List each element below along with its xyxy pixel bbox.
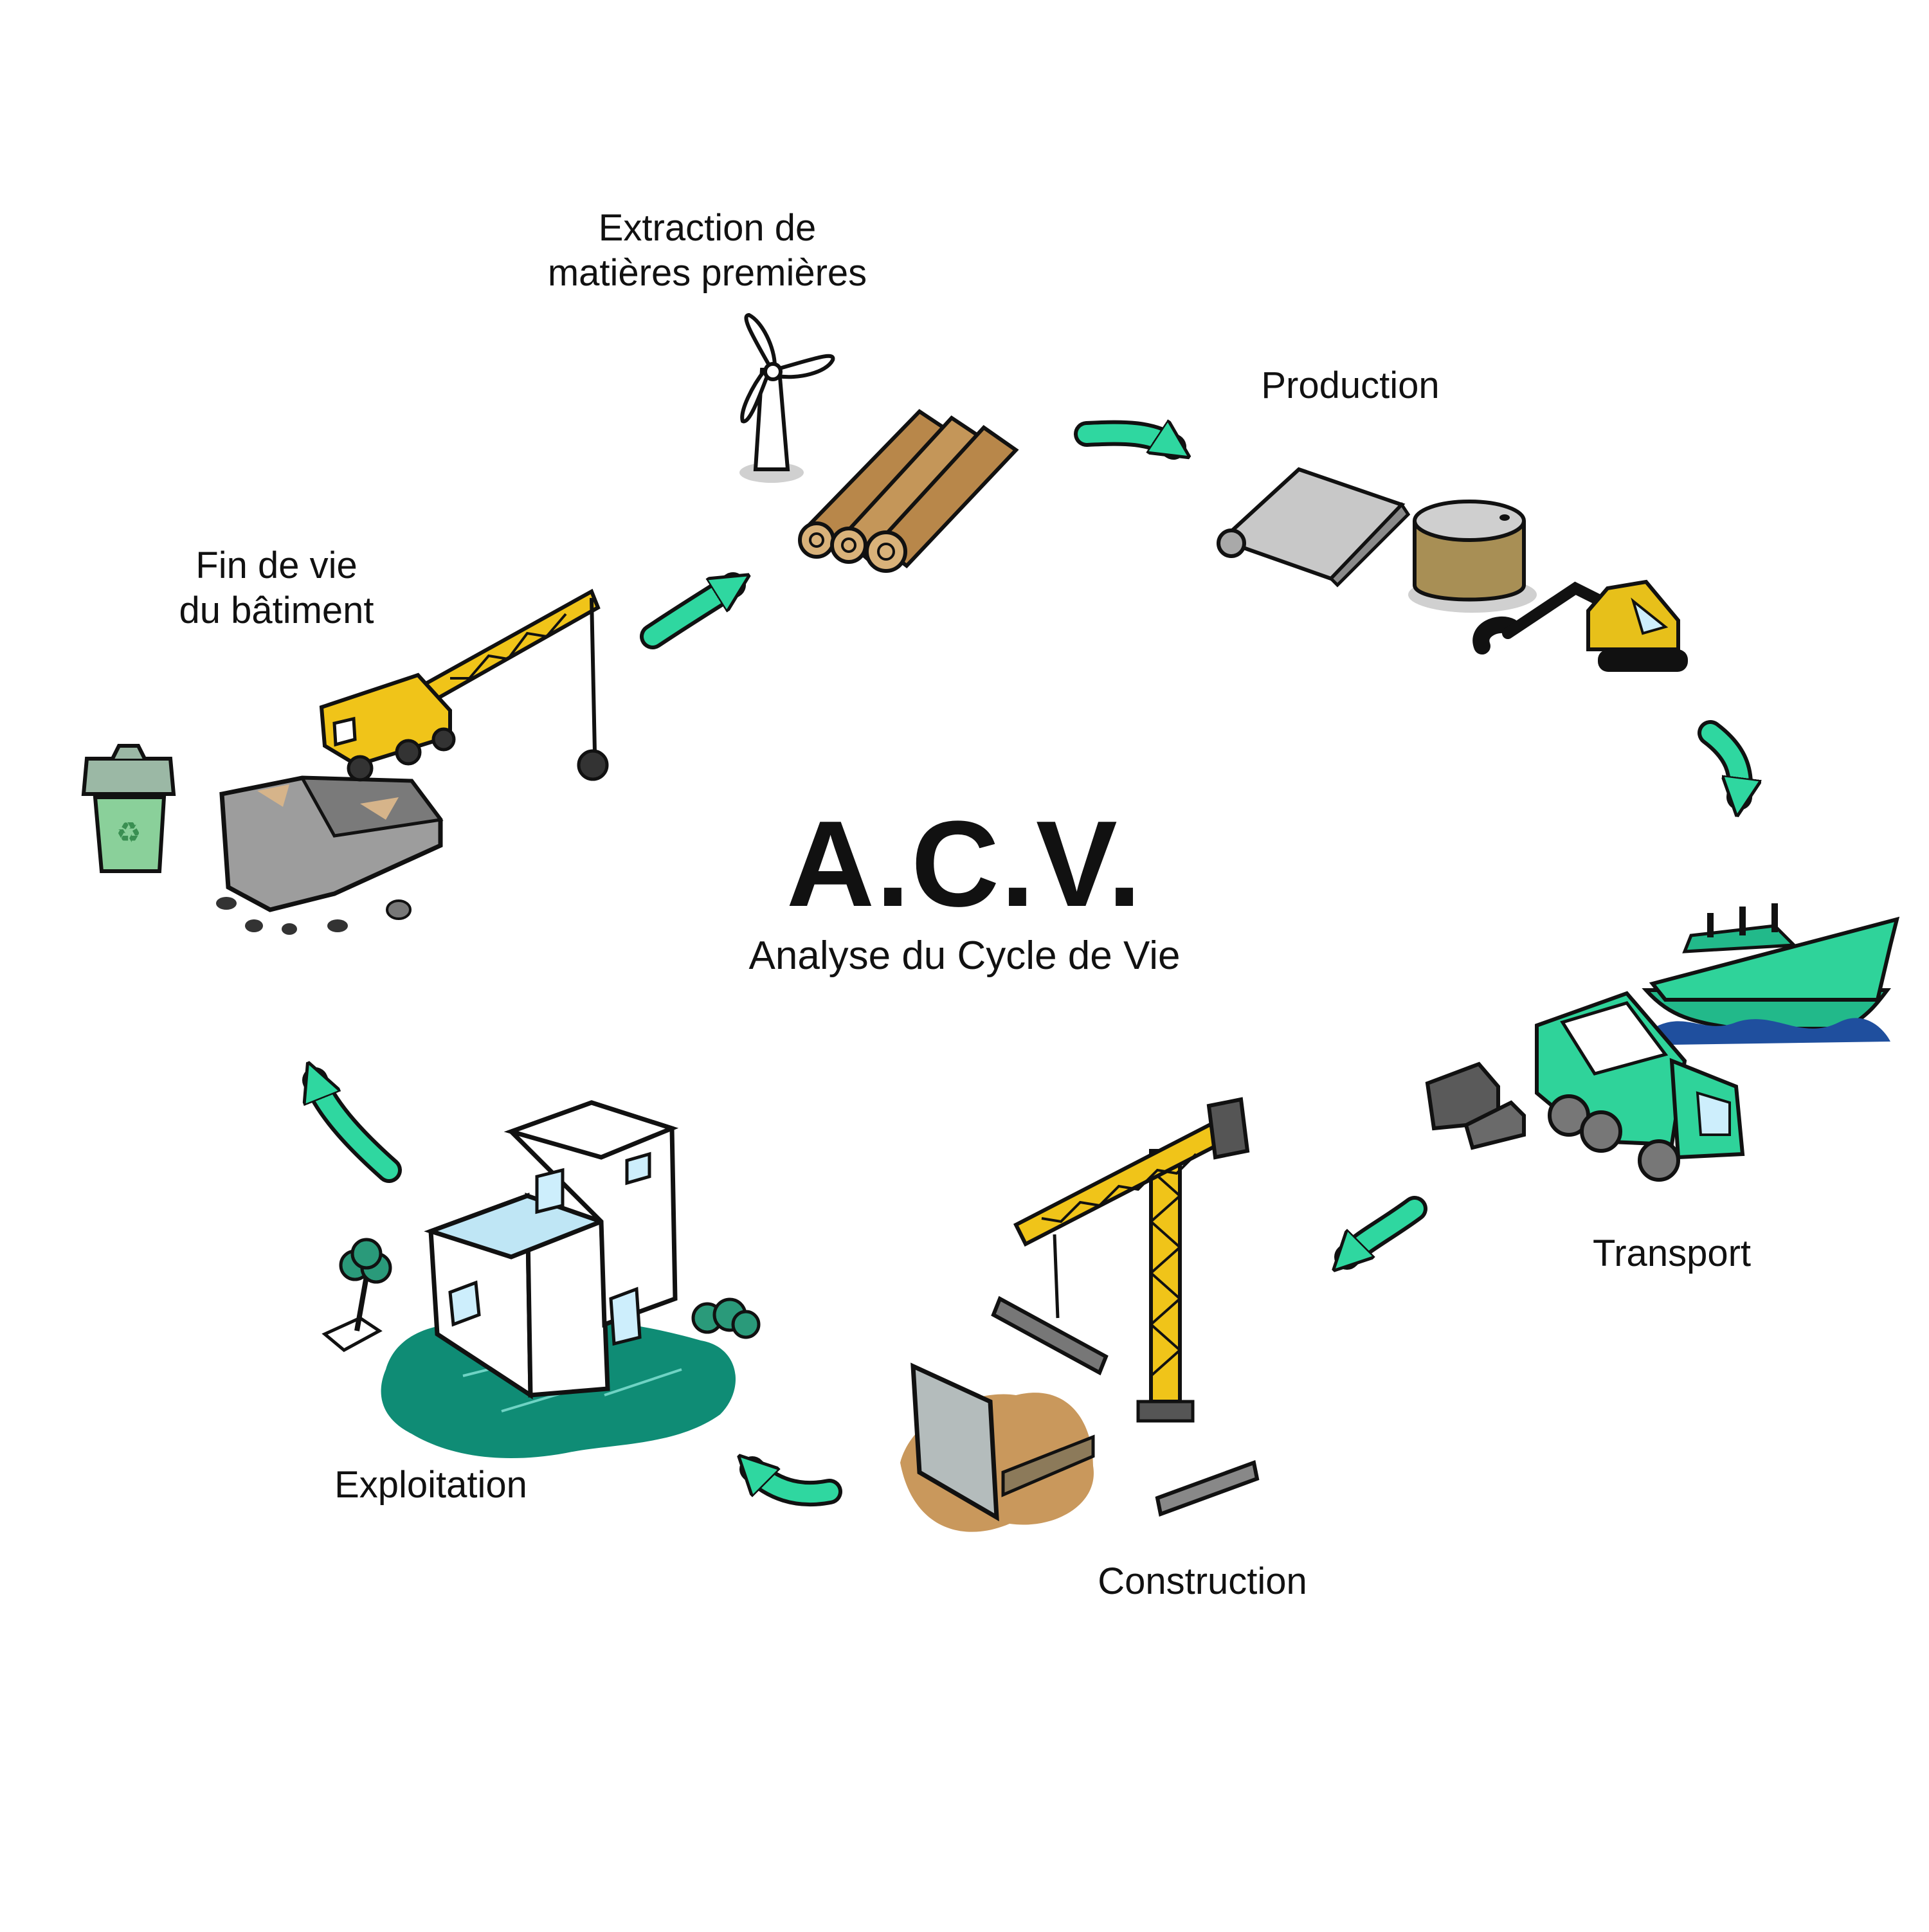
stage-label-fin-de-vie: Fin de vie du bâtiment bbox=[84, 543, 469, 633]
house-icon bbox=[424, 1100, 679, 1400]
stage-label-line: Transport bbox=[1592, 1232, 1752, 1274]
stage-label-line: Construction bbox=[1098, 1560, 1307, 1602]
diagram-title: A.C.V. bbox=[786, 796, 1143, 932]
stage-label-line: Extraction de bbox=[598, 207, 817, 249]
logs-icon bbox=[798, 409, 1019, 573]
wrecking-crane-icon bbox=[319, 588, 609, 782]
stage-label-extraction: Extraction de matières premières bbox=[450, 206, 964, 295]
rubble-icon bbox=[216, 775, 444, 935]
arrow-extraction-to-production bbox=[1074, 433, 1173, 460]
stage-label-line: matières premières bbox=[547, 251, 867, 294]
bush-icon bbox=[691, 1297, 761, 1339]
wind-turbine-icon bbox=[739, 312, 835, 483]
ship-icon bbox=[1642, 903, 1900, 1045]
recycling-bin-icon: ♻ bbox=[81, 744, 176, 873]
arrow-production-to-transport bbox=[1698, 720, 1740, 797]
barrel-icon bbox=[1408, 500, 1537, 613]
stage-label-line: Exploitation bbox=[334, 1464, 527, 1506]
stage-label-production: Production bbox=[1157, 363, 1543, 408]
stage-label-line: Fin de vie bbox=[195, 545, 358, 586]
arrow-fin-de-vie-to-extraction bbox=[640, 572, 733, 649]
arrow-transport-to-construction bbox=[1347, 1196, 1427, 1257]
stage-label-construction: Construction bbox=[1029, 1559, 1376, 1604]
sheet-roll-icon bbox=[1217, 467, 1411, 588]
stage-label-line: du bâtiment bbox=[179, 589, 374, 631]
arrow-construction-to-exploitation bbox=[752, 1469, 842, 1506]
svg-text:♻: ♻ bbox=[116, 817, 141, 849]
tree-icon bbox=[322, 1238, 392, 1353]
truck-icon bbox=[1535, 991, 1745, 1182]
cargo-blocks-icon bbox=[1425, 1061, 1526, 1150]
arrow-exploitation-to-fin-de-vie bbox=[302, 1080, 402, 1183]
steel-beam-icon bbox=[991, 1296, 1260, 1517]
stage-label-transport: Transport bbox=[1511, 1231, 1833, 1276]
wall-panel-icon bbox=[900, 1362, 1095, 1532]
diagram-subtitle: Analyse du Cycle de Vie bbox=[748, 934, 1181, 978]
tower-crane-icon bbox=[1013, 1097, 1250, 1423]
stage-label-line: Production bbox=[1261, 365, 1440, 406]
excavator-icon bbox=[1472, 579, 1688, 672]
stage-label-exploitation: Exploitation bbox=[257, 1463, 604, 1508]
